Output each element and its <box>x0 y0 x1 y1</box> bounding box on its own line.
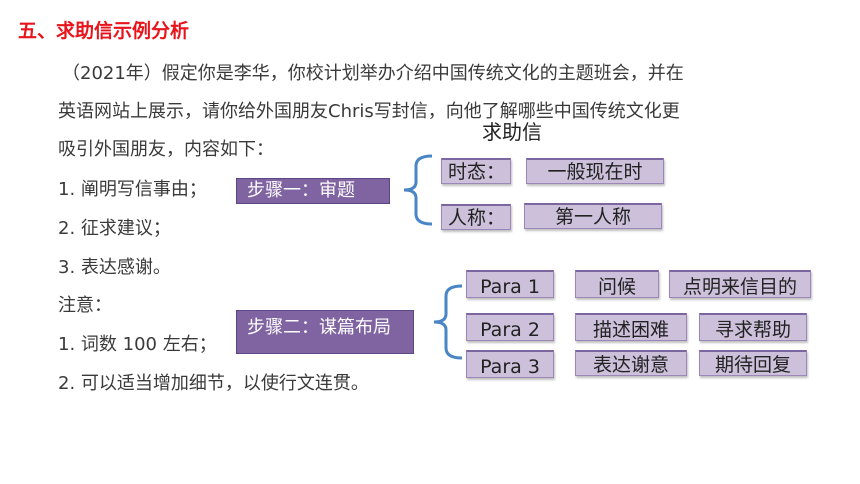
para1-box: Para 1 <box>466 270 554 298</box>
para1-item-1: 问候 <box>575 270 659 298</box>
prompt-line-3: 吸引外国朋友，内容如下： <box>58 139 274 160</box>
step2-box: 步骤二：谋篇布局 <box>236 310 414 354</box>
para3-box: Para 3 <box>466 350 554 378</box>
person-key-box: 人称： <box>441 204 511 230</box>
content-item-2: 2. 征求建议； <box>58 218 171 239</box>
step1-brace <box>403 154 433 226</box>
para2-item-2: 寻求帮助 <box>699 313 807 341</box>
person-value-box: 第一人称 <box>524 203 662 229</box>
content-item-3: 3. 表达感谢。 <box>58 257 171 278</box>
section-heading: 五、求助信示例分析 <box>18 20 190 42</box>
step2-brace <box>433 284 463 360</box>
tense-value-box: 一般现在时 <box>526 158 664 184</box>
content-item-1: 1. 阐明写信事由； <box>58 179 207 200</box>
note-item-1: 1. 词数 100 左右； <box>58 334 217 355</box>
prompt-line-1: （2021年）假定你是李华，你校计划举办介绍中国传统文化的主题班会，并在 <box>62 63 684 84</box>
para3-item-1: 表达谢意 <box>575 350 687 376</box>
para3-item-2: 期待回复 <box>699 350 807 376</box>
tense-key-box: 时态： <box>441 158 511 184</box>
note-item-2: 2. 可以适当增加细节，以使行文连贯。 <box>58 373 369 394</box>
prompt-line-2: 英语网站上展示，请你给外国朋友Chris写封信，向他了解哪些中国传统文化更 <box>58 101 680 122</box>
para2-box: Para 2 <box>466 313 554 341</box>
notes-title: 注意： <box>58 295 112 316</box>
step1-box: 步骤一：审题 <box>236 178 390 204</box>
diagram-title: 求助信 <box>482 120 542 144</box>
para2-item-1: 描述困难 <box>575 313 687 341</box>
para1-item-2: 点明来信目的 <box>669 270 811 298</box>
